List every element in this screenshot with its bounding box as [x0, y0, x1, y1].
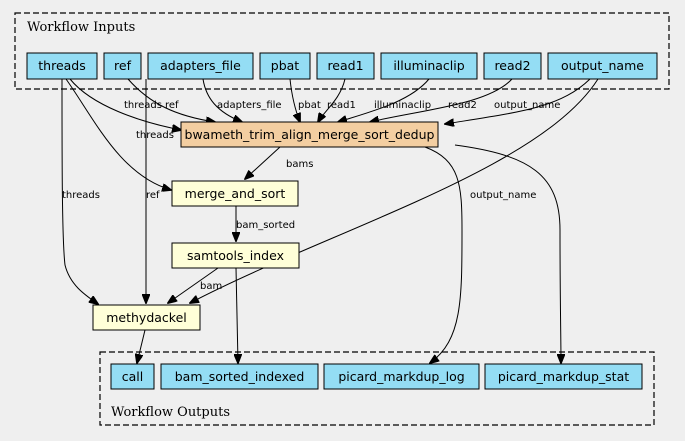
- input-ref-label: ref: [114, 58, 132, 73]
- input-output-name-node[interactable]: [547, 52, 658, 80]
- input-illuminaclip-label: illuminaclip: [393, 58, 464, 73]
- input-read2-node[interactable]: [483, 52, 542, 80]
- edge-label-read1-main: read1: [327, 100, 356, 111]
- edge-label-index-methy: bam: [200, 281, 222, 292]
- edge-label-threads-main: threads: [124, 100, 162, 111]
- input-output-name-label: output_name: [561, 58, 644, 73]
- output-call-node[interactable]: [110, 363, 155, 390]
- output-bam-sorted-indexed-node[interactable]: [160, 363, 319, 390]
- edge-read2-main: [370, 78, 513, 122]
- edges: threads threads threads ref ref adapters…: [61, 78, 599, 363]
- input-read2-label: read2: [494, 58, 530, 73]
- output-call-label: call: [122, 369, 143, 384]
- input-threads-label: threads: [38, 58, 86, 73]
- input-pbat-label: pbat: [271, 58, 300, 73]
- step-merge-and-sort-node[interactable]: [171, 180, 299, 207]
- input-ref-node[interactable]: [103, 52, 142, 80]
- edge-output-main: [445, 78, 591, 124]
- step-methydackel-label: methydackel: [106, 310, 187, 325]
- edge-label-illumina-main: illuminaclip: [374, 100, 431, 111]
- input-pbat-node[interactable]: [259, 52, 311, 80]
- step-methydackel-node[interactable]: [92, 304, 201, 331]
- edge-illumina-main: [338, 78, 430, 122]
- input-adapters-file-node[interactable]: [147, 52, 254, 80]
- step-merge-and-sort-label: merge_and_sort: [185, 186, 286, 201]
- edge-main-stat: [454, 144, 561, 363]
- workflow-inputs-label: Workflow Inputs: [27, 20, 135, 35]
- edge-threads-methy: [61, 78, 98, 304]
- edge-pbat-main: [289, 78, 300, 122]
- edge-adapters-main: [202, 78, 242, 122]
- edge-label-merge-index: bam_sorted: [236, 220, 295, 231]
- edge-label-output-methy: output_name: [470, 190, 536, 201]
- output-picard-markdup-log-label: picard_markdup_log: [338, 369, 464, 384]
- edge-ref-main: [127, 78, 215, 122]
- output-bam-sorted-indexed-label: bam_sorted_indexed: [175, 369, 305, 384]
- edge-label-adapters-main: adapters_file: [217, 100, 282, 111]
- edge-label-read2-main: read2: [448, 100, 477, 111]
- input-read1-label: read1: [327, 58, 363, 73]
- edge-main-log: [424, 146, 463, 363]
- edge-label-output-main: output_name: [494, 100, 560, 111]
- output-picard-markdup-stat-node[interactable]: [484, 363, 643, 390]
- input-illuminaclip-node[interactable]: [380, 52, 478, 80]
- edge-index-methy: [168, 267, 219, 303]
- input-threads-node[interactable]: [26, 52, 98, 80]
- step-nodes: bwameth_trim_align_merge_sort_dedup merg…: [92, 121, 439, 331]
- edge-label-ref-main: ref: [165, 100, 179, 111]
- edge-main-merge: [245, 146, 281, 179]
- workflow-outputs-cluster: [99, 351, 655, 426]
- edge-label-ref-methy: ref: [146, 190, 160, 201]
- edge-threads-merge: [65, 78, 171, 190]
- step-bwameth-node[interactable]: [180, 121, 439, 148]
- edge-index-bamout: [236, 267, 238, 363]
- edge-read1-main: [318, 78, 346, 122]
- step-samtools-index-node[interactable]: [171, 242, 300, 269]
- edge-methy-call: [137, 329, 146, 363]
- step-bwameth-label: bwameth_trim_align_merge_sort_dedup: [185, 127, 435, 142]
- edge-label-main-merge: bams: [286, 159, 313, 170]
- output-nodes: call bam_sorted_indexed picard_markdup_l…: [110, 363, 643, 390]
- workflow-outputs-label: Workflow Outputs: [111, 405, 230, 420]
- input-adapters-file-label: adapters_file: [160, 58, 241, 73]
- step-samtools-index-label: samtools_index: [187, 248, 284, 263]
- edge-label-threads-methy: threads: [62, 190, 100, 201]
- edge-threads-main: [69, 78, 181, 130]
- output-picard-markdup-stat-label: picard_markdup_stat: [498, 369, 629, 384]
- edge-label-pbat-main: pbat: [298, 100, 321, 111]
- output-picard-markdup-log-node[interactable]: [323, 363, 480, 390]
- input-nodes: threads ref adapters_file pbat read1 ill…: [26, 52, 658, 80]
- input-read1-node[interactable]: [316, 52, 375, 80]
- edge-output-methy: [190, 78, 599, 303]
- edge-label-threads-merge: threads: [136, 130, 174, 141]
